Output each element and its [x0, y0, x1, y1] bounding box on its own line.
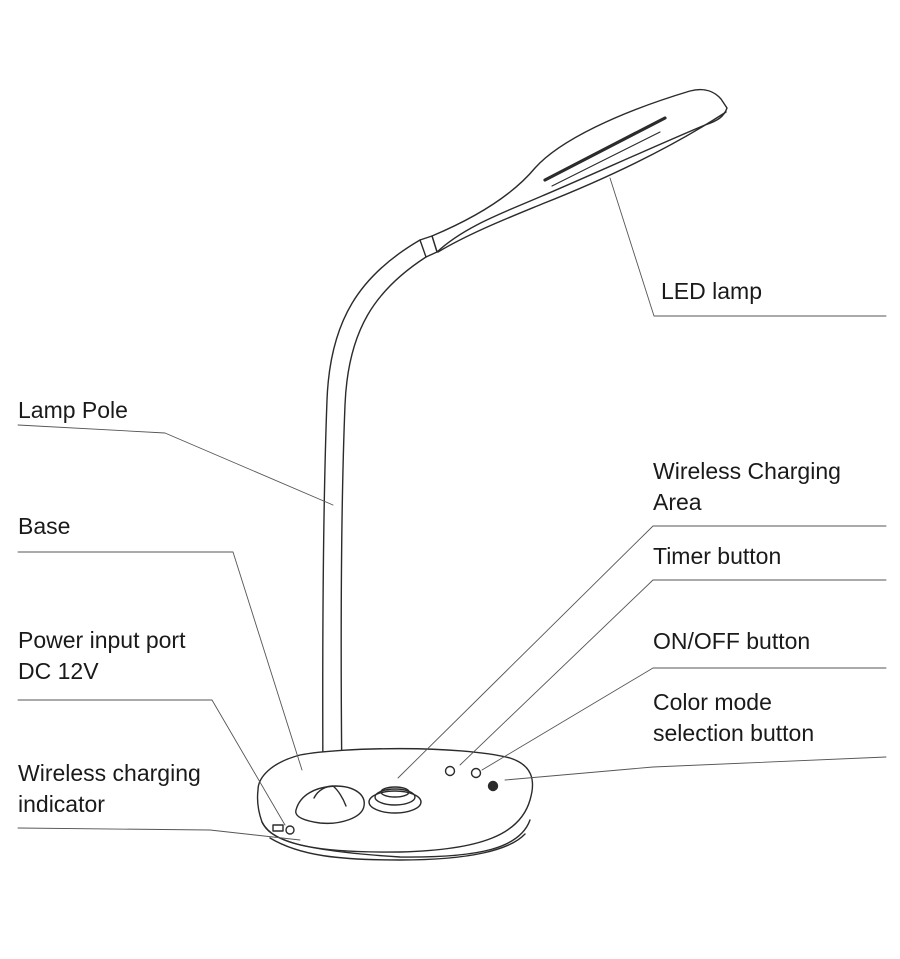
label-wireless-indicator-line2: indicator [18, 791, 105, 817]
label-wireless-indicator-line1: Wireless charging [18, 760, 201, 786]
label-lamp-pole: Lamp Pole [18, 397, 128, 423]
led-lamp-head [419, 88, 728, 258]
label-timer-button: Timer button [653, 543, 782, 569]
leader-lines [17, 177, 887, 841]
label-color-mode-line1: Color mode [653, 689, 772, 715]
label-led-lamp: LED lamp [661, 278, 762, 304]
lamp-base [256, 747, 534, 861]
label-wireless-area-line1: Wireless Charging [653, 458, 841, 484]
label-power-port-line1: Power input port [18, 627, 186, 653]
lamp-pole [322, 239, 427, 791]
label-onoff-button: ON/OFF button [653, 628, 811, 654]
label-color-mode-line2: selection button [653, 720, 815, 746]
label-power-port-line2: DC 12V [18, 658, 99, 684]
label-base: Base [18, 513, 71, 539]
label-wireless-area-line2: Area [653, 489, 702, 515]
